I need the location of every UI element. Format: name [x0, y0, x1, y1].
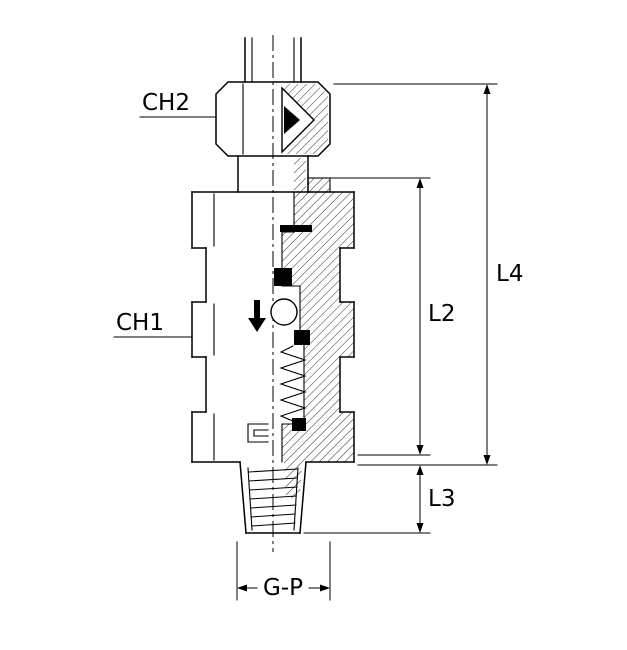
poppet-ball	[270, 298, 298, 326]
dimension-gp: G-P	[236, 541, 331, 601]
label-gp: G-P	[263, 575, 303, 601]
tube-end-stop	[280, 225, 312, 232]
label-ch2: CH2	[142, 90, 190, 116]
tube-top	[244, 37, 302, 83]
threaded-stud	[239, 461, 307, 534]
dimension-l3: L3	[303, 465, 455, 534]
callout-ch2: CH2	[139, 90, 217, 118]
callout-ch1: CH1	[113, 310, 193, 338]
flow-direction-arrow-icon	[248, 300, 266, 332]
neck	[237, 155, 331, 193]
arrowhead	[483, 84, 491, 94]
seal-ring-middle	[294, 330, 310, 345]
dimension-l2: L2	[311, 177, 455, 456]
arrowhead	[416, 465, 424, 475]
retaining-clip	[247, 423, 269, 443]
nut-ch2	[215, 81, 331, 157]
seal-ring-upper	[274, 268, 292, 286]
arrowhead	[416, 523, 424, 533]
label-l2: L2	[428, 301, 455, 327]
arrowhead	[416, 178, 424, 188]
valve-internals	[247, 191, 312, 463]
arrowhead	[483, 455, 491, 465]
label-ch1: CH1	[116, 310, 164, 336]
thread-lines	[248, 468, 298, 527]
seal-ring-lower	[292, 418, 306, 431]
arrowhead	[320, 584, 330, 592]
arrowhead	[416, 445, 424, 455]
arrowhead	[237, 584, 247, 592]
label-l3: L3	[428, 486, 455, 512]
ferrule-seal	[284, 106, 300, 134]
label-l4: L4	[496, 261, 523, 287]
dimension-l4: L4	[333, 83, 523, 466]
washer-section	[308, 178, 330, 192]
spring	[279, 345, 307, 422]
